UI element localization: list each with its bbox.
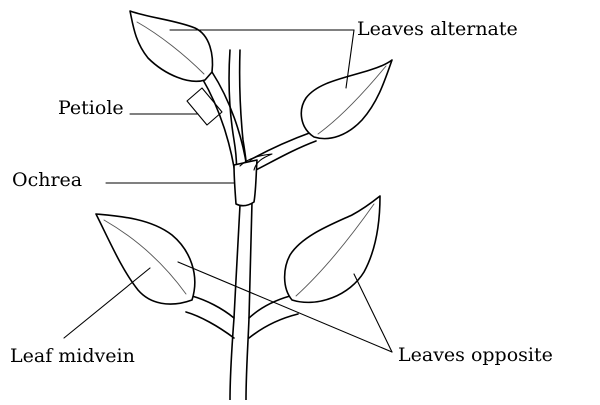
label-leaves-alternate: Leaves alternate [357, 20, 518, 39]
upper-stem [229, 50, 247, 180]
leader-leaves-opposite-2 [354, 274, 392, 352]
label-ochrea: Ochrea [12, 171, 82, 190]
label-leaf-midvein: Leaf midvein [10, 347, 135, 366]
label-leaves-opposite: Leaves opposite [398, 346, 553, 365]
leaf-lower-right [285, 196, 380, 302]
leaf-lower-left [96, 214, 195, 304]
ochrea-sheath [234, 160, 257, 206]
lower-left-branch [186, 296, 234, 338]
leader-leaf-midvein [64, 268, 150, 338]
main-stem [230, 202, 252, 400]
petiole-indicator-box [187, 88, 222, 125]
upper-right-petiole [250, 132, 316, 172]
leaf-upper-right [301, 60, 392, 139]
label-petiole: Petiole [58, 99, 124, 118]
